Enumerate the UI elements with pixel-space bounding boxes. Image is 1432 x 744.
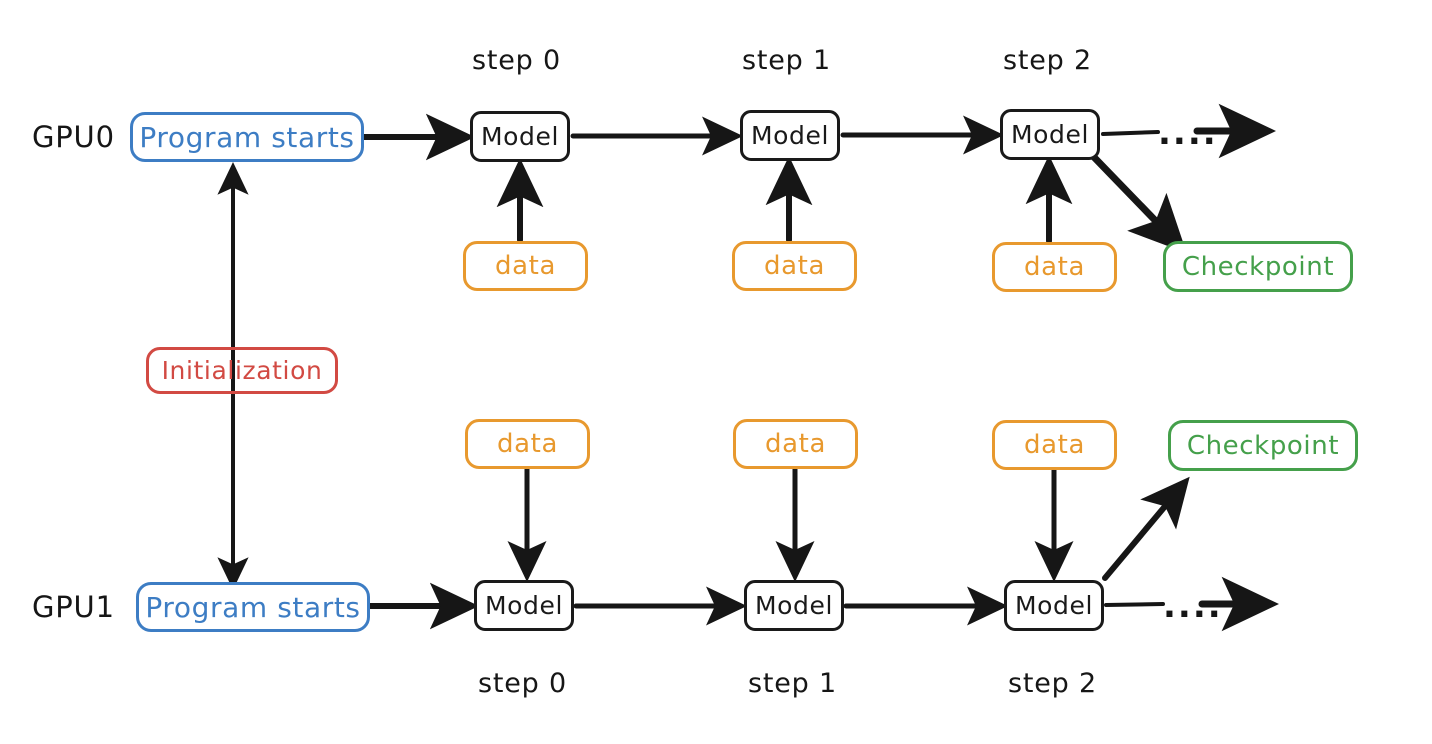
node-data-gpu0-step0[interactable]: data	[463, 241, 588, 291]
edge-model2-to-dots-gpu1	[1104, 602, 1165, 607]
continuation-dots-gpu0: ....	[1158, 113, 1218, 153]
node-data-gpu1-step0[interactable]: data	[465, 419, 590, 469]
row-label-gpu1: GPU1	[32, 590, 115, 624]
node-program-starts-gpu1[interactable]: Program starts	[136, 582, 370, 632]
node-data-gpu1-step2[interactable]: data	[992, 420, 1117, 470]
edge-model2-to-dots-gpu0	[1101, 130, 1160, 136]
node-label: data	[1024, 252, 1085, 282]
node-label: Model	[480, 122, 560, 151]
continuation-dots-gpu1: ....	[1163, 586, 1223, 626]
node-label: Initialization	[161, 356, 323, 385]
node-label: Checkpoint	[1181, 251, 1335, 282]
node-data-gpu1-step1[interactable]: data	[733, 419, 858, 469]
node-label: Program starts	[145, 590, 361, 624]
node-data-gpu0-step1[interactable]: data	[732, 241, 857, 291]
step-label-gpu1-0: step 0	[478, 668, 567, 699]
node-model-gpu0-step0[interactable]: Model	[470, 111, 570, 162]
node-label: data	[497, 429, 558, 459]
step-label-gpu0-1: step 1	[742, 45, 831, 76]
node-label: Program starts	[139, 120, 355, 154]
node-label: Model	[754, 591, 834, 620]
node-label: Model	[1014, 591, 1094, 620]
step-label-gpu1-2: step 2	[1008, 668, 1097, 699]
node-label: data	[495, 251, 556, 281]
node-label: Checkpoint	[1186, 430, 1340, 461]
node-data-gpu0-step2[interactable]: data	[992, 242, 1117, 292]
step-label-gpu0-2: step 2	[1003, 45, 1092, 76]
node-program-starts-gpu0[interactable]: Program starts	[130, 112, 364, 162]
step-label-gpu1-1: step 1	[748, 668, 837, 699]
node-label: Model	[1010, 120, 1090, 149]
node-label: data	[765, 429, 826, 459]
node-model-gpu1-step2[interactable]: Model	[1004, 580, 1104, 631]
node-checkpoint-gpu0[interactable]: Checkpoint	[1163, 241, 1353, 292]
node-label: Model	[750, 121, 830, 150]
node-checkpoint-gpu1[interactable]: Checkpoint	[1168, 420, 1358, 471]
node-model-gpu0-step1[interactable]: Model	[740, 110, 840, 161]
node-model-gpu1-step0[interactable]: Model	[474, 580, 574, 631]
step-label-gpu0-0: step 0	[472, 45, 561, 76]
node-initialization[interactable]: Initialization	[146, 347, 338, 394]
node-label: data	[1024, 430, 1085, 460]
node-model-gpu1-step1[interactable]: Model	[744, 580, 844, 631]
node-model-gpu0-step2[interactable]: Model	[1000, 109, 1100, 160]
node-label: Model	[484, 591, 564, 620]
node-label: data	[764, 251, 825, 281]
edge-model2-to-checkpoint-gpu1	[1102, 476, 1190, 581]
edge-model2-to-checkpoint-gpu0	[1085, 148, 1187, 254]
row-label-gpu0: GPU0	[32, 120, 115, 154]
